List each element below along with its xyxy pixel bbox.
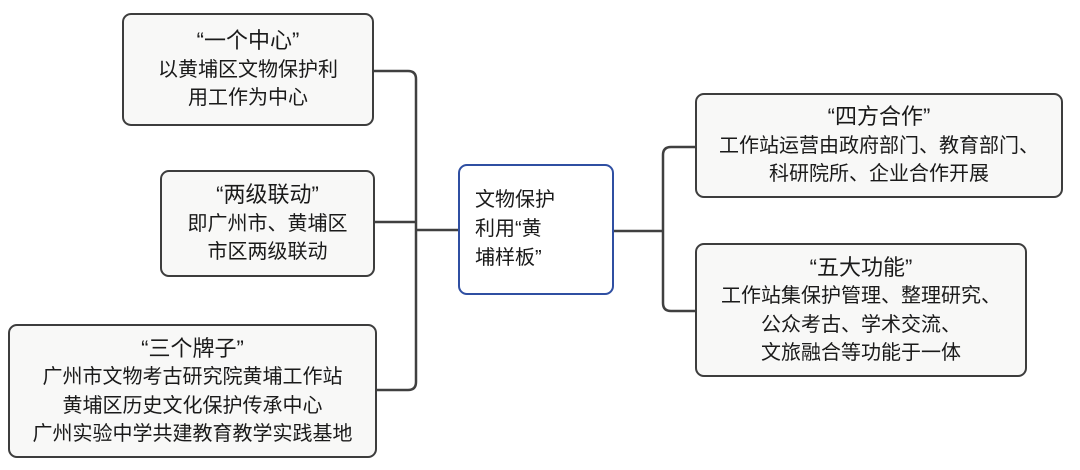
node-two-level-linkage: “两级联动” 即广州市、黄埔区 市区两级联动 xyxy=(160,170,375,277)
node-three-brands-line: 广州市文物考古研究院黄埔工作站 xyxy=(42,366,343,389)
node-one-center-line: 用工作为中心 xyxy=(188,87,308,110)
node-three-brands: “三个牌子” 广州市文物考古研究院黄埔工作站 黄埔区历史文化保护传承中心 广州实… xyxy=(8,324,377,458)
node-five-functions-line: 公众考古、学术交流、 xyxy=(761,313,961,336)
connector-left-bracket xyxy=(374,69,418,392)
node-two-level-linkage-line: 市区两级联动 xyxy=(207,241,328,264)
node-four-party-cooperation-line: 科研院所、企业合作开展 xyxy=(769,163,989,186)
node-three-brands-title: “三个牌子” xyxy=(141,335,244,361)
node-four-party-cooperation-line: 工作站运营由政府部门、教育部门、 xyxy=(719,134,1039,157)
node-one-center-line: 以黄埔区文物保护利 xyxy=(158,58,338,81)
node-five-functions-line: 工作站集保护管理、整理研究、 xyxy=(721,285,1001,308)
node-three-brands-line: 广州实验中学共建教育教学实践基地 xyxy=(32,423,353,446)
node-five-functions-line: 文旅融合等功能于一体 xyxy=(761,342,961,365)
connector-right-bracket xyxy=(661,145,695,313)
node-center-huangpu-model-line: 埔样板” xyxy=(475,247,542,269)
node-one-center-title: “一个中心” xyxy=(196,28,300,54)
node-two-level-linkage-line: 即广州市、黄埔区 xyxy=(187,212,348,235)
node-two-level-linkage-title: “两级联动” xyxy=(216,182,319,208)
node-center-huangpu-model: 文物保护 利用“黄 埔样板” xyxy=(458,164,614,295)
node-center-huangpu-model-line: 利用“黄 xyxy=(475,218,542,240)
node-five-functions: “五大功能” 工作站集保护管理、整理研究、 公众考古、学术交流、 文旅融合等功能… xyxy=(695,243,1027,377)
node-four-party-cooperation-title: “四方合作” xyxy=(827,104,931,130)
node-one-center: “一个中心” 以黄埔区文物保护利 用工作为中心 xyxy=(122,13,374,126)
node-five-functions-title: “五大功能” xyxy=(809,254,913,280)
node-four-party-cooperation: “四方合作” 工作站运营由政府部门、教育部门、 科研院所、企业合作开展 xyxy=(695,93,1063,198)
node-three-brands-line: 黄埔区历史文化保护传承中心 xyxy=(62,394,323,417)
node-center-huangpu-model-line: 文物保护 xyxy=(475,189,555,211)
